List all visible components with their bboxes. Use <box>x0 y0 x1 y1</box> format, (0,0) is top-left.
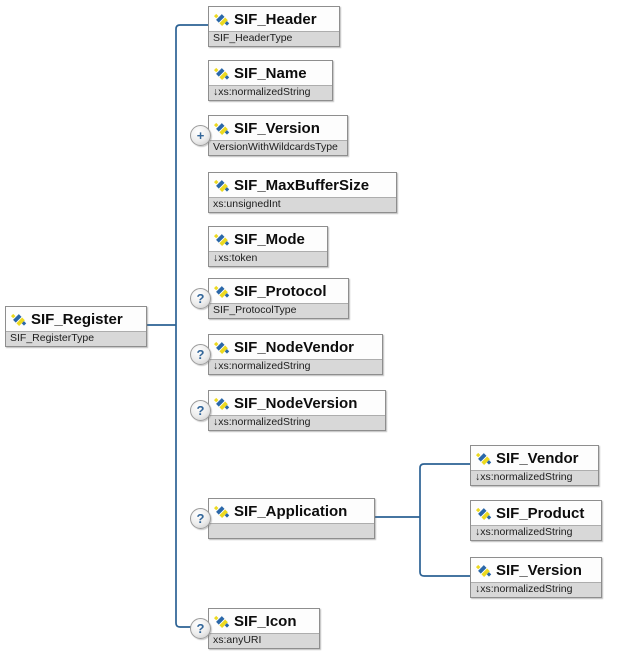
element-name: SIF_Header <box>234 10 317 28</box>
occurrence-badge-optional[interactable]: ? <box>190 508 211 529</box>
element-type: SIF_RegisterType <box>6 331 146 346</box>
element-type: xs:unsignedInt <box>209 197 396 212</box>
element-type: SIF_HeaderType <box>209 31 339 46</box>
element-node-sif-nodevendor[interactable]: SIF_NodeVendor ↓xs:normalizedString <box>208 334 383 375</box>
occurrence-badge-optional[interactable]: ? <box>190 400 211 421</box>
node-title-row: SIF_NodeVendor <box>209 335 382 359</box>
node-title-row: SIF_Register <box>6 307 146 331</box>
element-type: VersionWithWildcardsType <box>209 140 347 155</box>
element-name: SIF_Vendor <box>496 449 579 467</box>
element-node-sif-protocol[interactable]: SIF_Protocol SIF_ProtocolType <box>208 278 349 319</box>
element-icon <box>213 12 230 26</box>
element-type <box>209 523 374 538</box>
element-type: ↓xs:normalizedString <box>209 415 385 430</box>
element-node-sif-register[interactable]: SIF_Register SIF_RegisterType <box>5 306 147 347</box>
element-node-sif-nodeversion[interactable]: SIF_NodeVersion ↓xs:normalizedString <box>208 390 386 431</box>
element-icon <box>475 451 492 465</box>
element-type: ↓xs:token <box>209 251 327 266</box>
node-title-row: SIF_Version <box>471 558 601 582</box>
node-title-row: SIF_Protocol <box>209 279 348 303</box>
element-icon <box>213 340 230 354</box>
occurrence-badge-optional[interactable]: ? <box>190 618 211 639</box>
node-title-row: SIF_Icon <box>209 609 319 633</box>
element-icon <box>213 614 230 628</box>
connector-left-tree <box>146 24 208 628</box>
element-type: ↓xs:normalizedString <box>471 582 601 597</box>
connector-application-subtree <box>374 463 470 577</box>
element-icon <box>213 66 230 80</box>
element-name: SIF_Product <box>496 504 585 522</box>
element-icon <box>213 121 230 135</box>
element-type: ↓xs:normalizedString <box>209 359 382 374</box>
element-icon <box>213 396 230 410</box>
element-node-sif-vendor[interactable]: SIF_Vendor ↓xs:normalizedString <box>470 445 599 486</box>
element-name: SIF_Name <box>234 64 307 82</box>
node-title-row: SIF_Header <box>209 7 339 31</box>
element-node-sif-maxbuffersize[interactable]: SIF_MaxBufferSize xs:unsignedInt <box>208 172 397 213</box>
element-name: SIF_MaxBufferSize <box>234 176 370 194</box>
element-type: ↓xs:normalizedString <box>471 470 598 485</box>
occurrence-badge-optional[interactable]: ? <box>190 344 211 365</box>
node-title-row: SIF_Mode <box>209 227 327 251</box>
node-title-row: SIF_Version <box>209 116 347 140</box>
element-node-sif-version[interactable]: SIF_Version VersionWithWildcardsType <box>208 115 348 156</box>
element-icon <box>10 312 27 326</box>
element-name: SIF_NodeVersion <box>234 394 358 412</box>
node-title-row: SIF_Vendor <box>471 446 598 470</box>
element-type: ↓xs:normalizedString <box>471 525 601 540</box>
element-name: SIF_Protocol <box>234 282 327 300</box>
element-node-sif-header[interactable]: SIF_Header SIF_HeaderType <box>208 6 340 47</box>
element-name: SIF_Register <box>31 310 123 328</box>
element-type: xs:anyURI <box>209 633 319 648</box>
element-name: SIF_Application <box>234 502 348 520</box>
element-icon <box>475 563 492 577</box>
element-node-sif-version-app[interactable]: SIF_Version ↓xs:normalizedString <box>470 557 602 598</box>
element-name: SIF_Version <box>234 119 320 137</box>
element-node-sif-product[interactable]: SIF_Product ↓xs:normalizedString <box>470 500 602 541</box>
occurrence-badge-optional[interactable]: ? <box>190 288 211 309</box>
element-name: SIF_Version <box>496 561 582 579</box>
element-node-sif-icon[interactable]: SIF_Icon xs:anyURI <box>208 608 320 649</box>
element-type: SIF_ProtocolType <box>209 303 348 318</box>
node-title-row: SIF_Product <box>471 501 601 525</box>
element-icon <box>213 284 230 298</box>
element-icon <box>213 232 230 246</box>
element-node-sif-name[interactable]: SIF_Name ↓xs:normalizedString <box>208 60 333 101</box>
element-icon <box>213 178 230 192</box>
node-title-row: SIF_Application <box>209 499 374 523</box>
element-name: SIF_Icon <box>234 612 297 630</box>
node-title-row: SIF_Name <box>209 61 332 85</box>
element-name: SIF_Mode <box>234 230 305 248</box>
occurrence-badge-repeat[interactable]: + <box>190 125 211 146</box>
element-type: ↓xs:normalizedString <box>209 85 332 100</box>
element-icon <box>213 504 230 518</box>
node-title-row: SIF_NodeVersion <box>209 391 385 415</box>
element-name: SIF_NodeVendor <box>234 338 355 356</box>
element-node-sif-application[interactable]: SIF_Application <box>208 498 375 539</box>
element-node-sif-mode[interactable]: SIF_Mode ↓xs:token <box>208 226 328 267</box>
element-icon <box>475 506 492 520</box>
node-title-row: SIF_MaxBufferSize <box>209 173 396 197</box>
